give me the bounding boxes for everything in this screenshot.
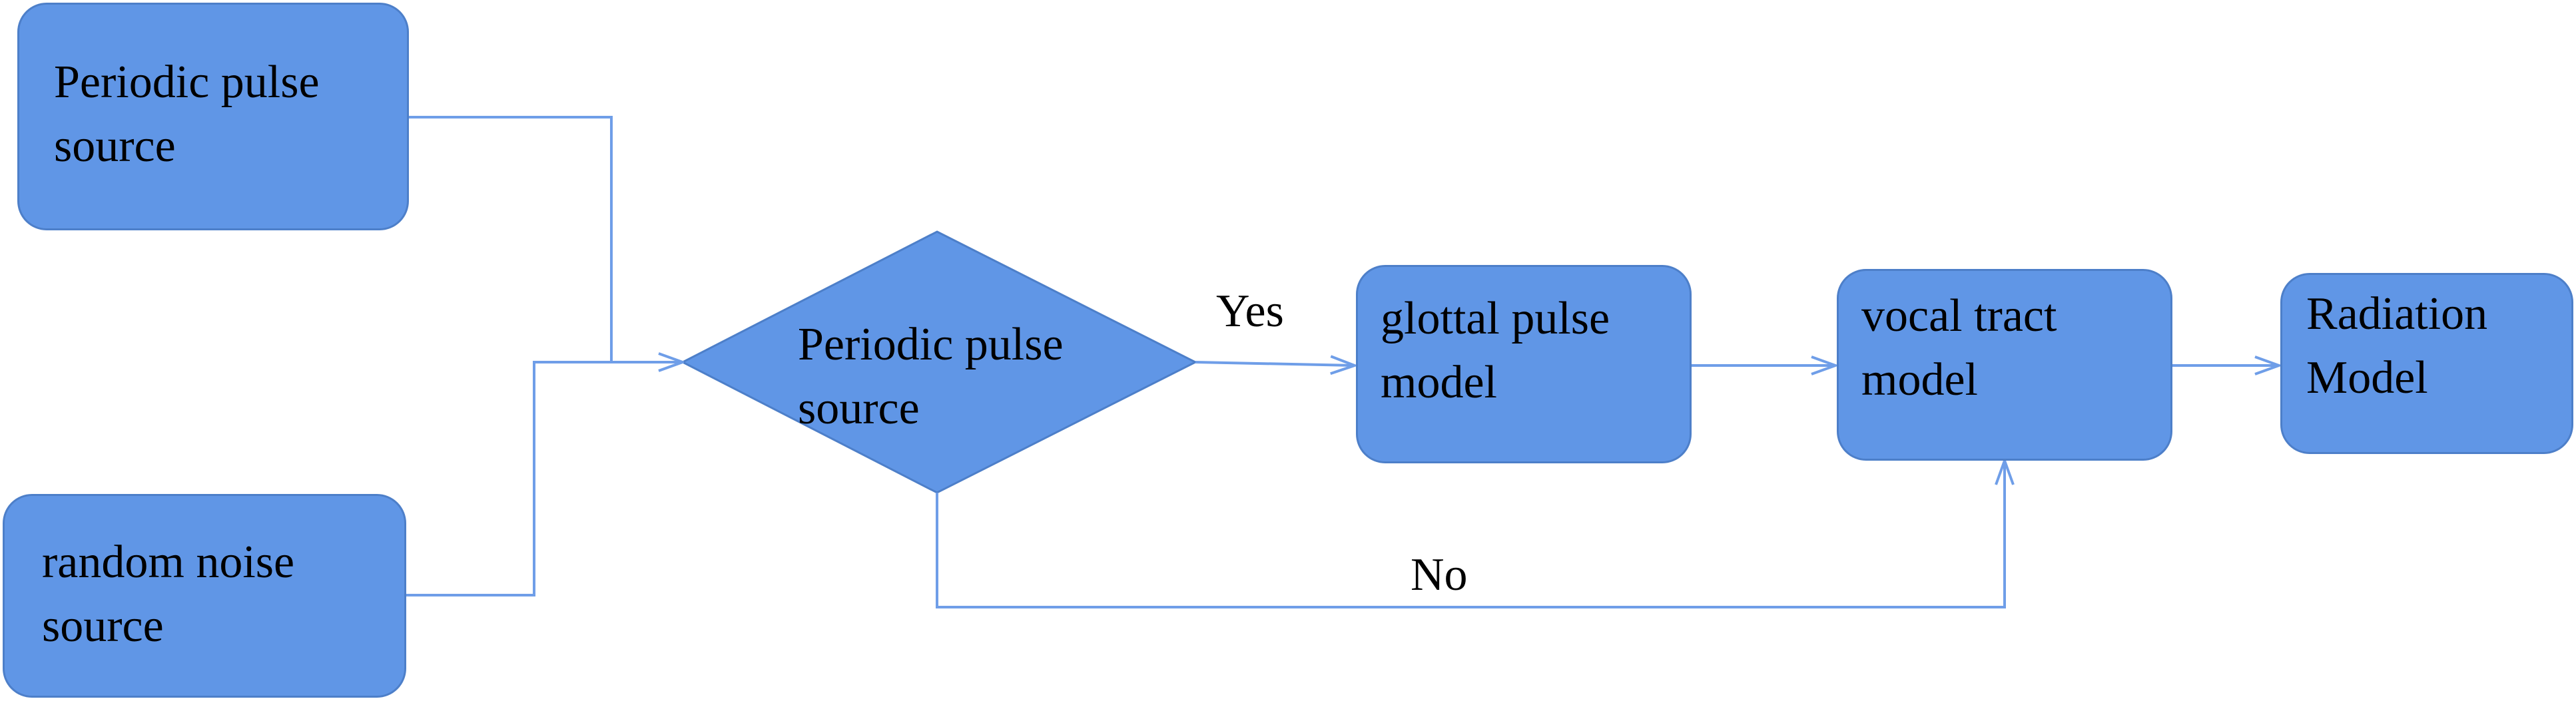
no-label: No <box>1411 549 1468 600</box>
connector-periodic-source-to-decision <box>409 116 613 362</box>
periodic-pulse-source-label: Periodic pulse source <box>54 57 320 172</box>
glottal-pulse-model-node: glottal pulse model <box>1356 265 1692 463</box>
glottal-pulse-model-label: glottal pulse model <box>1381 293 1610 408</box>
connector-noise-source-to-decision <box>406 362 683 596</box>
random-noise-source-label: random noise source <box>42 537 295 652</box>
connector-yes <box>1195 362 1355 365</box>
periodic-pulse-source-node: Periodic pulse source <box>17 3 409 230</box>
random-noise-source-node: random noise source <box>3 494 406 698</box>
vocal-tract-model-node: vocal tract model <box>1837 269 2172 461</box>
radiation-model-label: Radiation Model <box>2306 288 2488 403</box>
connector-no <box>936 461 2005 608</box>
yes-label: Yes <box>1216 286 1284 337</box>
vocal-tract-model-label: vocal tract model <box>1861 290 2057 405</box>
decision-label: Periodic pulse source <box>798 319 1064 434</box>
radiation-model-node: Radiation Model <box>2280 273 2573 454</box>
